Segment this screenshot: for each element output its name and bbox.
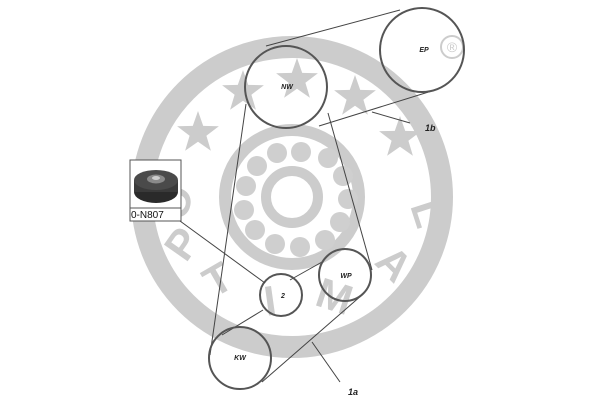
star-icon [379,116,421,156]
watermark-bearing-balls [234,142,358,257]
pulley-kw: KW [208,326,272,390]
tensioner-roller-icon [134,170,178,203]
star-icon [177,111,219,151]
watermark-hub-ring [261,166,323,228]
callout-1b: 1b [371,111,436,133]
belt-1a [209,103,373,383]
part-code-label: 0-N807 [131,210,164,221]
pulley-label-ep: EP [419,47,429,54]
pulley-label-nw: NW [281,84,294,91]
registered-mark-icon: ® [447,39,458,55]
star-icon [334,75,376,115]
pulley-ep: EP [379,7,465,93]
registered-trademark: ® [440,35,464,59]
star-icon [276,58,318,98]
callout-1a: 1a [311,341,358,397]
part-inset: 0-N807 [129,159,266,284]
callout-label-1a: 1a [348,387,358,397]
part-leader-line [179,220,266,284]
watermark-stars [177,58,421,156]
pulley-nw: NW [244,45,328,129]
pulley-label-idler: 2 [280,293,285,300]
star-icon [222,70,264,110]
watermark-inner-ring [219,124,365,270]
pulley-idler: 2 [259,273,303,317]
callout-label-1b: 1b [425,123,436,133]
pulley-label-kw: KW [234,355,247,362]
pulley-wp: WP [318,248,372,302]
belt-1b [265,9,436,127]
pulley-label-wp: WP [340,273,352,280]
